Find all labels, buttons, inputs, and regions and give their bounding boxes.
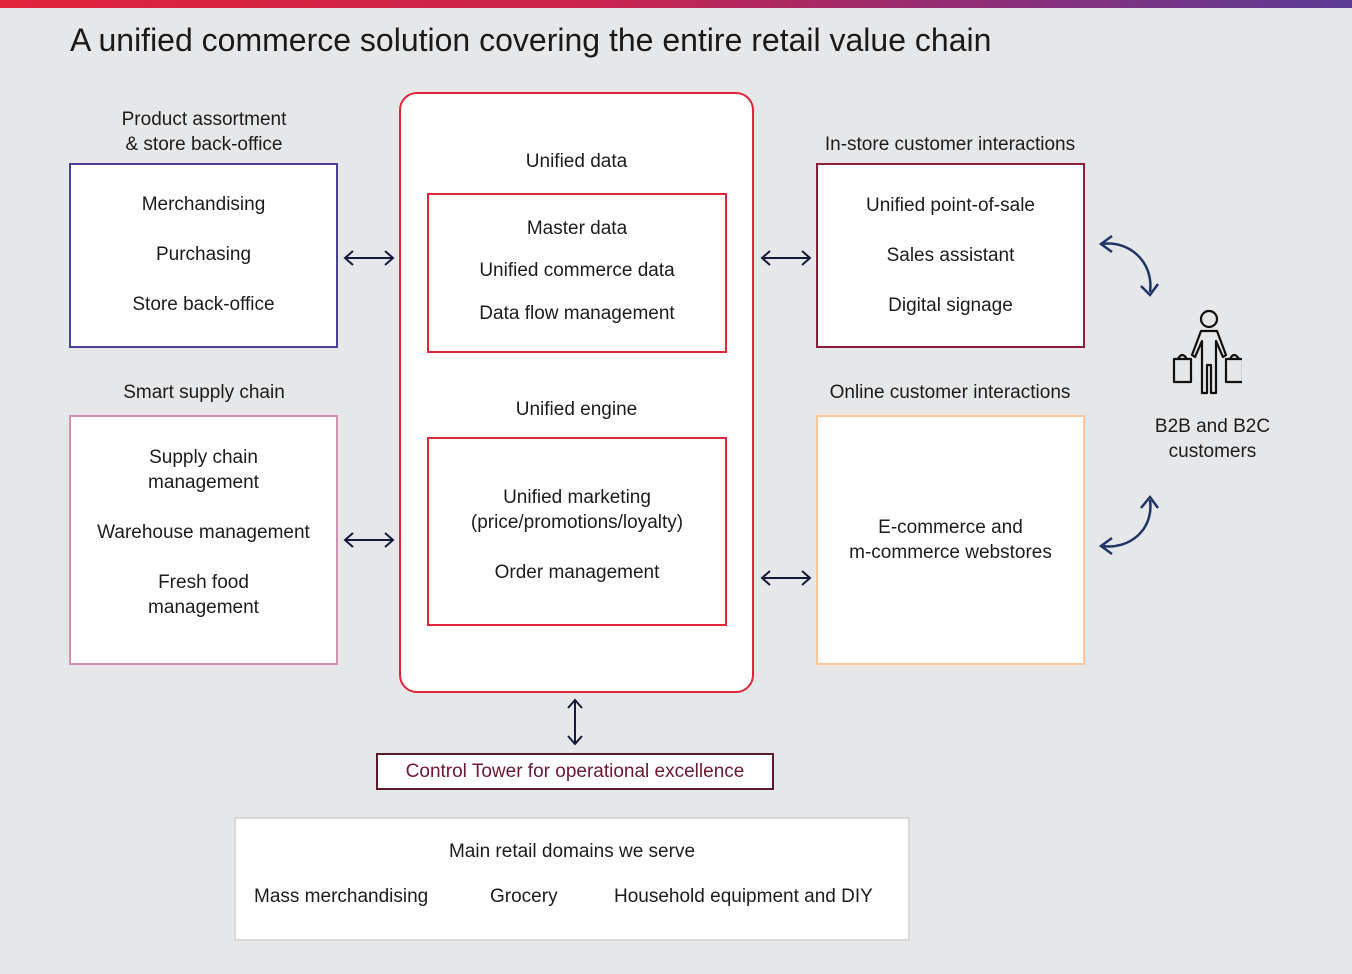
online-heading: Online customer interactions (829, 382, 1071, 403)
in-store-box: Unified point-of-sale Sales assistant Di… (816, 163, 1085, 348)
control-tower-box: Control Tower for operational excellence (376, 753, 774, 790)
customers-group: B2B and B2C customers (1140, 305, 1285, 470)
merchandising-item: Merchandising (141, 194, 266, 215)
master-data-item: Master data (526, 218, 628, 239)
unified-engine-heading: Unified engine (515, 399, 638, 420)
retail-domains-heading: Main retail domains we serve (448, 841, 696, 862)
curved-arrow-top-icon (1098, 234, 1160, 297)
retail-domains-box: Main retail domains we serve Mass mercha… (234, 817, 910, 941)
sales-assistant-item: Sales assistant (886, 245, 1015, 266)
product-heading-line2: & store back-office (125, 134, 283, 155)
left-top-double-arrow-icon (343, 250, 395, 266)
ecommerce-item-line1: E-commerce and (878, 517, 1023, 538)
ecommerce-item-line2: m-commerce webstores (849, 542, 1052, 563)
customers-label-line2: customers (1168, 441, 1257, 462)
shopper-icon (1172, 309, 1242, 395)
customers-label-line1: B2B and B2C (1154, 416, 1271, 437)
unified-pos-item: Unified point-of-sale (866, 195, 1035, 216)
fresh-food-item-line2: management (148, 597, 259, 618)
curved-arrow-bottom-icon (1098, 494, 1160, 556)
domain-grocery: Grocery (490, 886, 558, 907)
product-heading-line1: Product assortment (121, 109, 287, 130)
product-assortment-heading: Product assortment & store back-office (70, 107, 338, 157)
data-flow-management-item: Data flow management (479, 303, 675, 324)
smart-supply-chain-box: Supply chain management Warehouse manage… (69, 415, 338, 665)
online-box: E-commerce and m-commerce webstores (816, 415, 1085, 665)
order-management-item: Order management (494, 562, 660, 583)
unified-marketing-item-line1: Unified marketing (503, 487, 651, 508)
right-top-double-arrow-icon (760, 250, 812, 266)
in-store-heading: In-store customer interactions (824, 134, 1076, 155)
fresh-food-item-line1: Fresh food (158, 572, 249, 593)
top-accent-bar (0, 0, 1352, 8)
unified-data-heading: Unified data (525, 151, 628, 172)
domain-mass-merchandising: Mass merchandising (254, 886, 429, 907)
vertical-double-arrow-icon (567, 698, 583, 746)
purchasing-item: Purchasing (155, 244, 252, 265)
unified-marketing-item-line2: (price/promotions/loyalty) (470, 512, 684, 533)
right-bottom-double-arrow-icon (760, 570, 812, 586)
page-title: A unified commerce solution covering the… (70, 22, 992, 58)
control-tower-label: Control Tower for operational excellence (405, 760, 745, 782)
domain-household-diy: Household equipment and DIY (614, 886, 873, 907)
left-bottom-double-arrow-icon (343, 532, 395, 548)
unified-data-box: Master data Unified commerce data Data f… (427, 193, 727, 353)
digital-signage-item: Digital signage (888, 295, 1013, 316)
warehouse-management-item: Warehouse management (97, 522, 310, 543)
supply-chain-item-line2: management (148, 472, 259, 493)
supply-chain-item-line1: Supply chain (149, 447, 258, 468)
unified-engine-box: Unified marketing (price/promotions/loya… (427, 437, 727, 626)
unified-commerce-data-item: Unified commerce data (479, 260, 675, 281)
store-back-office-item: Store back-office (132, 294, 275, 315)
smart-supply-chain-heading: Smart supply chain (123, 382, 285, 403)
product-assortment-box: Merchandising Purchasing Store back-offi… (69, 163, 338, 348)
